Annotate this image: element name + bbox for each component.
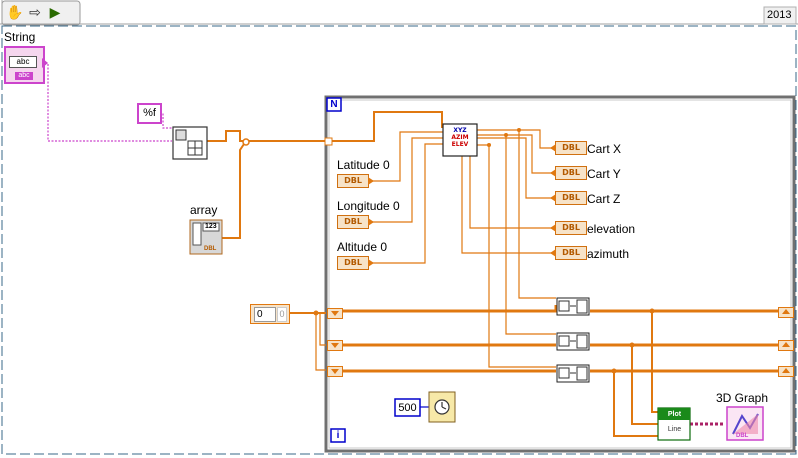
plot-node-bottom: Line xyxy=(667,426,682,433)
indicator-label: elevation xyxy=(587,222,636,236)
shift-register-left[interactable] xyxy=(327,366,343,377)
shift-register-left[interactable] xyxy=(327,340,343,351)
string-control[interactable]: abc abc xyxy=(4,46,45,84)
control-terminal[interactable]: DBL xyxy=(337,215,374,229)
build-array-node-2 xyxy=(556,332,590,351)
xyz-subvi[interactable]: XYZ AZIM ELEV xyxy=(444,127,476,148)
indicator-label: azimuth xyxy=(587,247,630,261)
loop-iteration-box xyxy=(330,428,346,443)
indicator-label: Cart Z xyxy=(587,192,621,206)
indicator-terminal[interactable]: DBL xyxy=(550,166,587,180)
numeric-value[interactable]: 0 xyxy=(254,307,276,322)
shift-register-right[interactable] xyxy=(778,340,794,351)
string-label: String xyxy=(4,30,36,44)
indicator-label: Cart X xyxy=(587,142,622,156)
loop-count-box xyxy=(326,97,342,112)
shift-register-right[interactable] xyxy=(778,366,794,377)
version-label: 2013 xyxy=(767,9,792,21)
hand-tool-icon[interactable]: ✋ xyxy=(6,4,24,20)
subvi-line3: ELEV xyxy=(451,141,469,148)
graph-label: 3D Graph xyxy=(716,391,769,405)
string-terminal-sub: abc xyxy=(15,72,33,80)
indicator-terminal[interactable]: DBL xyxy=(550,221,587,235)
control-label: Latitude 0 xyxy=(337,158,390,172)
control-terminal[interactable]: DBL xyxy=(337,174,374,188)
format-constant[interactable]: %f xyxy=(137,103,162,124)
array-label: array xyxy=(190,203,218,217)
control-label: Altitude 0 xyxy=(337,240,388,254)
wait-constant[interactable]: 500 xyxy=(398,402,417,414)
control-terminal[interactable]: DBL xyxy=(337,256,374,270)
subvi-line2: AZIM xyxy=(451,134,469,141)
toolbar-panel xyxy=(1,0,81,26)
loop-count-label: N xyxy=(330,99,338,110)
indicator-terminal[interactable]: DBL xyxy=(550,141,587,155)
run-arrow-icon[interactable]: ⇨ xyxy=(29,4,41,20)
string-output-arrow-icon xyxy=(42,58,48,68)
subvi-line1: XYZ xyxy=(453,127,467,134)
indicator-terminal[interactable]: DBL xyxy=(550,191,587,205)
run-highlight-icon[interactable]: ▶ xyxy=(49,4,61,20)
loop-iteration-label: i xyxy=(336,430,340,441)
numeric-index: 0 xyxy=(277,307,287,322)
version-box xyxy=(763,6,797,25)
build-array-node-1 xyxy=(556,297,590,316)
array-dbl-text: DBL xyxy=(204,246,217,252)
string-terminal-text: abc xyxy=(9,56,37,68)
3d-graph-icon[interactable] xyxy=(727,407,763,440)
shift-register-right[interactable] xyxy=(778,307,794,318)
for-loop-frame xyxy=(324,95,796,453)
numeric-control[interactable]: 0 0 xyxy=(250,304,290,324)
control-label: Longitude 0 xyxy=(337,199,400,213)
array-index-text: 123 xyxy=(205,223,217,230)
outer-dashed-boundary xyxy=(1,25,797,455)
wait-timer-icon[interactable] xyxy=(429,392,455,422)
build-array-node-3 xyxy=(556,364,590,383)
plot-node-top: Plot xyxy=(667,411,682,418)
shift-register-left[interactable] xyxy=(327,308,343,319)
graph-sub: DBL xyxy=(736,433,749,439)
indicator-terminal[interactable]: DBL xyxy=(550,246,587,260)
indicator-label: Cart Y xyxy=(587,167,621,181)
